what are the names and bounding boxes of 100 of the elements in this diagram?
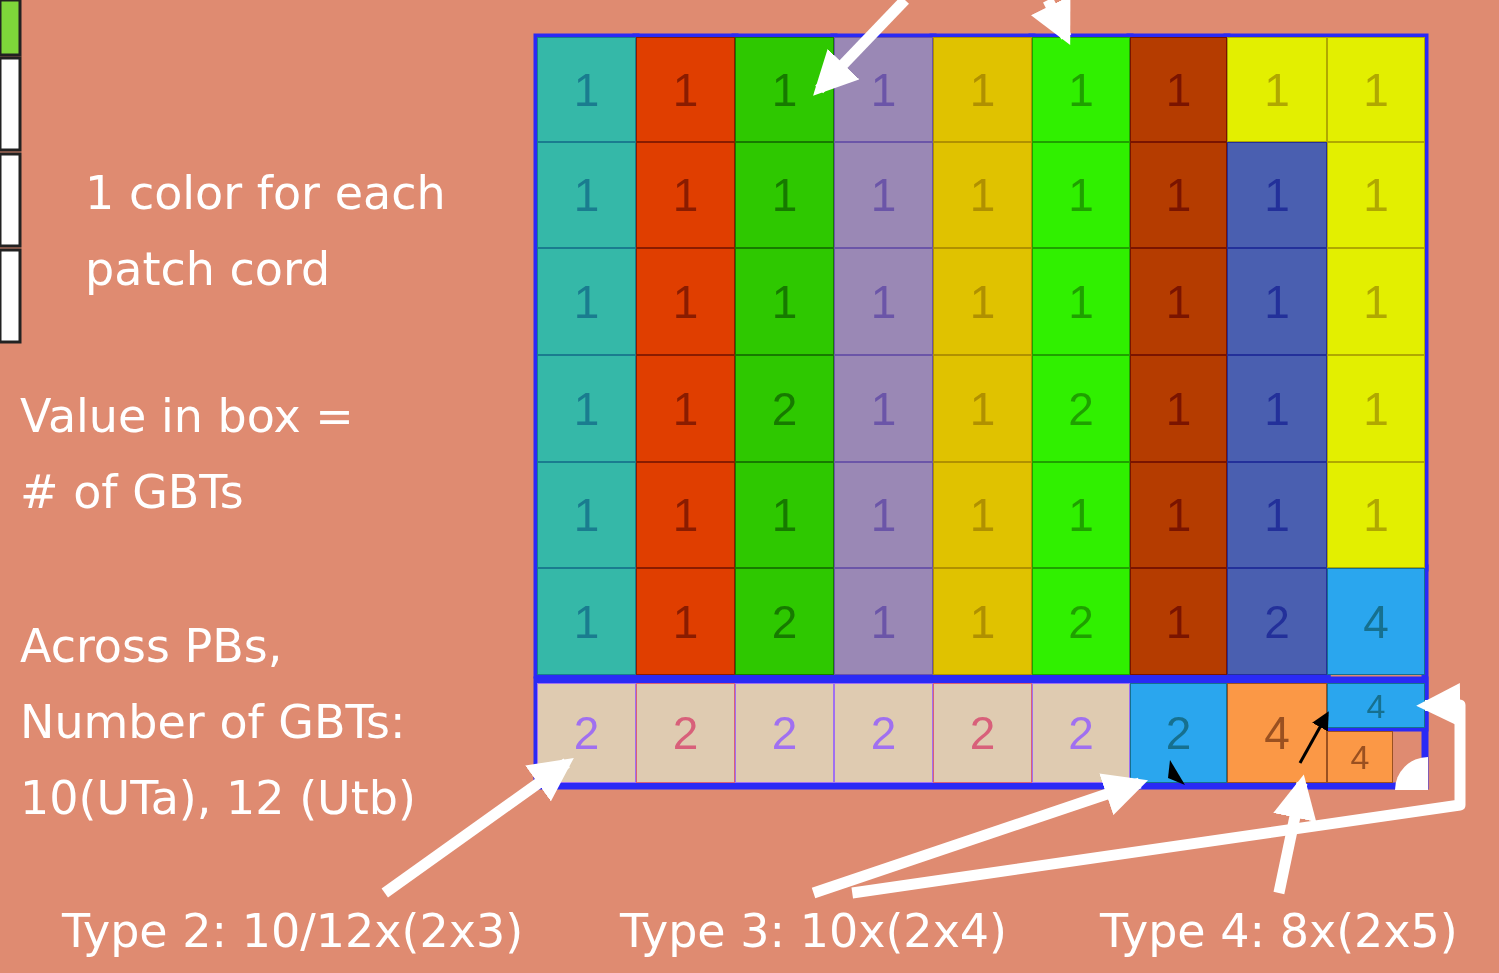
arrow [851, 683, 1466, 899]
cell-value: 1 [672, 172, 699, 218]
grid-cell [1032, 142, 1130, 248]
grid-cell [1327, 731, 1393, 783]
cell-value: 2 [1068, 710, 1094, 756]
grid-cell [834, 248, 933, 355]
cell-value: 1 [771, 66, 798, 113]
grid-cell [834, 37, 933, 142]
grid-cell [537, 462, 636, 568]
cell-value: 1 [1165, 492, 1192, 538]
grid-cell [933, 248, 1032, 355]
grid-cell [735, 37, 834, 142]
grid-cell [636, 355, 735, 462]
grid-cell [1227, 142, 1327, 248]
grid-cell [1327, 568, 1425, 675]
grid-cell [834, 568, 933, 675]
cell-value: 1 [573, 172, 600, 218]
grid-cell [636, 683, 735, 783]
arrow [813, 0, 909, 96]
grid-cell [1227, 37, 1327, 142]
cell-value: 1 [573, 278, 600, 325]
cell-value: 1 [771, 278, 798, 325]
arrow [1030, 0, 1072, 45]
grid-cell [537, 37, 636, 142]
grid-cell [1032, 462, 1130, 568]
cell-value: 4 [1264, 710, 1290, 756]
grid-cell [1032, 683, 1130, 783]
grid-cell [1032, 355, 1130, 462]
cell-value: 2 [573, 710, 600, 756]
cell-value: 1 [672, 278, 699, 325]
grid-cell [1327, 37, 1425, 142]
cell-value: 1 [672, 598, 699, 645]
grid-cell [636, 37, 735, 142]
grid-cell [1130, 462, 1227, 568]
grid-cell [1227, 683, 1327, 783]
cell-value: 1 [771, 492, 798, 538]
grid-cell [834, 355, 933, 462]
cell-value: 1 [1363, 385, 1389, 432]
cell-value: 1 [1363, 278, 1389, 325]
grid-cell [735, 683, 834, 783]
grid-cell [735, 142, 834, 248]
cell-value: 1 [1165, 598, 1192, 645]
cell-value: 1 [1363, 172, 1389, 218]
cell-value: 2 [1068, 598, 1094, 645]
cell-value: 2 [672, 710, 699, 756]
grid-cell [537, 568, 636, 675]
grid-cell [1130, 248, 1227, 355]
grid-cell [1227, 568, 1327, 675]
arrow [811, 773, 1149, 899]
grid-cell [933, 462, 1032, 568]
grid-cell [537, 142, 636, 248]
grid-cell [933, 568, 1032, 675]
cell-value: 1 [573, 385, 600, 432]
cell-value: 1 [672, 385, 699, 432]
grid-cell [735, 568, 834, 675]
type-caption: Type 2: 10/12x(2x3) [62, 893, 524, 969]
cell-value: 1 [672, 66, 699, 113]
grid-cell [1227, 355, 1327, 462]
grid-cell [1227, 462, 1327, 568]
grid-cell [1130, 355, 1227, 462]
note-text: Across PBs, Number of GBTs: 10(UTa), 12 (Utb) [20, 618, 417, 827]
arrow [1298, 711, 1329, 764]
arrow [1273, 774, 1317, 895]
grid-cell [1130, 37, 1227, 142]
cell-value: 1 [1068, 278, 1094, 325]
cell-value: 1 [1068, 66, 1094, 113]
grid-cell [537, 683, 636, 783]
cell-value: 2 [870, 710, 897, 756]
grid-cell [1327, 248, 1425, 355]
grid-cell [933, 683, 1032, 783]
grid-cell [537, 248, 636, 355]
grid-cell [537, 355, 636, 462]
cell-value: 1 [573, 66, 600, 113]
grid-cell [735, 462, 834, 568]
note-text: Value in box = # of GBTs [20, 388, 355, 521]
cell-value: 1 [1165, 172, 1192, 218]
type-caption: Type 4: 8x(2x5) [1100, 893, 1458, 969]
cell-value: 1 [771, 172, 798, 218]
note-text: 1 color for each patch cord [85, 165, 447, 298]
grid-cell [636, 568, 735, 675]
grid-cell [1327, 683, 1425, 728]
cell-value: 4 [1363, 598, 1389, 645]
arrow [381, 757, 574, 898]
grid-cell [933, 142, 1032, 248]
cell-value: 1 [1068, 172, 1094, 218]
grid-cell [1130, 683, 1227, 783]
grid-cell [1130, 142, 1227, 248]
cell-value: 2 [1068, 385, 1094, 432]
cell-value: 1 [573, 598, 600, 645]
grid-cell [735, 355, 834, 462]
cell-value: 1 [1068, 492, 1094, 538]
cell-value: 2 [969, 710, 996, 756]
cell-value: 1 [672, 492, 699, 538]
cell-value: 1 [573, 492, 600, 538]
grid-cell [1327, 142, 1425, 248]
grid-cell [1032, 568, 1130, 675]
cell-value: 4 [1366, 688, 1386, 723]
grid-cell [1327, 355, 1425, 462]
grid-cell [636, 142, 735, 248]
grid-cell [834, 462, 933, 568]
